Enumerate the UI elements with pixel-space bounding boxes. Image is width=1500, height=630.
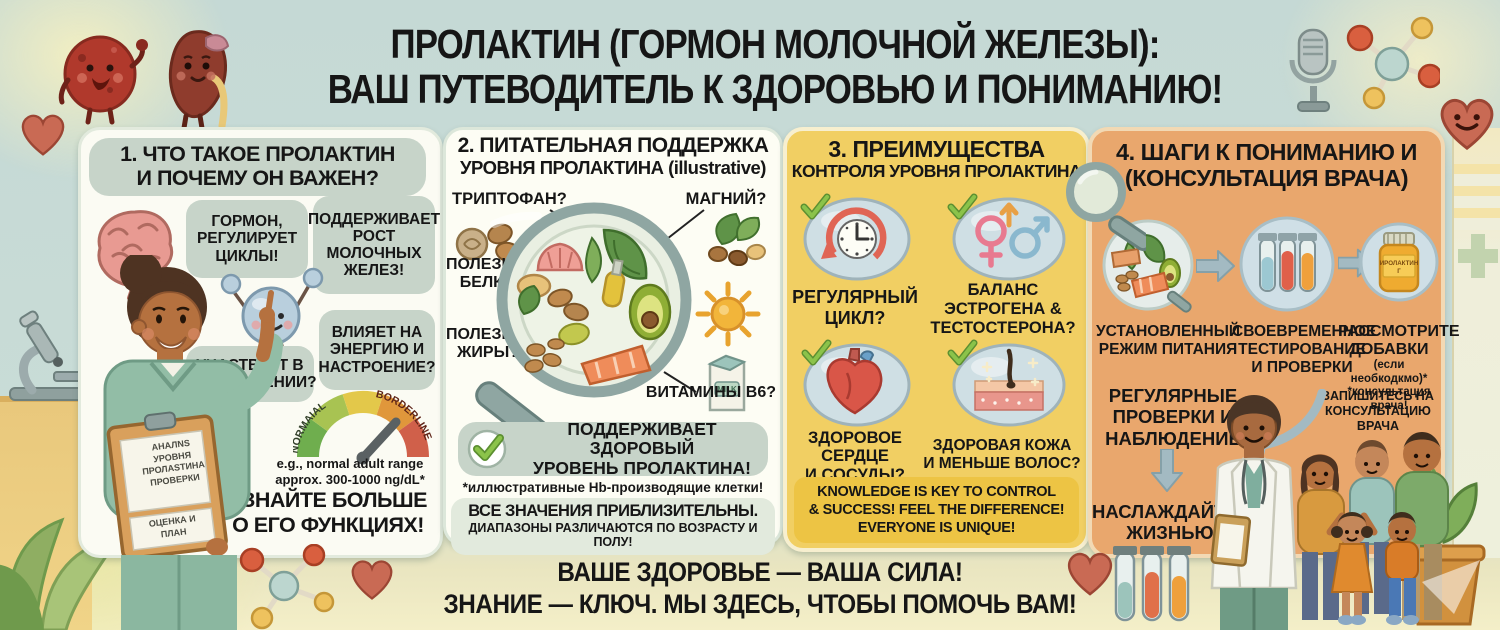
panel4-heading: 4. ШАГИ К ПОНИМАНИЮ И (КОНСУЛЬТАЦИЯ ВРАЧ… [1092, 139, 1441, 192]
label-tryptophan: ТРИПТОФАН? [452, 190, 567, 208]
label-vitamins: ВИТАМИНЫ B6? [645, 384, 776, 401]
wall-stripes [1454, 164, 1500, 230]
jar-label-line1: ИРОЛАКТИН [1380, 260, 1419, 267]
panel2-disclaimer: ВСЕ ЗНАЧЕНИЯ ПРИБЛИЗИТЕЛЬНЫ. ДИАПАЗОНЫ Р… [451, 498, 775, 555]
page-title: ПРОЛАКТИН (ГОРМОН МОЛОЧНОЙ ЖЕЛЕЗЫ): ВАШ … [269, 21, 1281, 113]
doctor-character [1210, 395, 1298, 630]
monitoring-label: РЕГУЛЯРНЫЕ ПРОВЕРКИ И НАБЛЮДЕНИЕ [1105, 385, 1241, 449]
title-line2: ВАШ ПУТЕВОДИТЕЛЬ К ЗДОРОВЬЮ И ПОНИМАНИЮ! [327, 66, 1223, 113]
panel2-heading: 2. ПИТАТЕЛЬНАЯ ПОДДЕРЖКА УРОВНЯ ПРОЛАКТИ… [446, 134, 780, 178]
disclaimer-line2: ДИАПАЗОНЫ РАЗЛИЧАЮТСЯ ПО ВОЗРАСТУ И ПОЛУ… [468, 521, 758, 549]
panel3-heading-line1: 3. ПРЕИМУЩЕСТВА [828, 136, 1045, 162]
label-magnesium: МАГНИЙ? [685, 190, 767, 208]
panel2-footnote: *иллюстративные Hb-производящие клетки! [462, 480, 764, 495]
molecule-bottom-icon [239, 544, 335, 630]
footer-line2: ЗНАНИЕ — КЛЮЧ. МЫ ЗДЕСЬ, ЧТОБЫ ПОМОЧЬ ВА… [443, 589, 1077, 620]
footer-line1: ВАШЕ ЗДОРОВЬЕ — ВАША СИЛА! [557, 557, 963, 587]
panel1-heading: 1. ЧТО ТАКОЕ ПРОЛАКТИН И ПОЧЕМУ ОН ВАЖЕН… [89, 138, 426, 196]
gauge-icon: NORMAIAL BORDERLINE [293, 388, 433, 465]
step-label-supplements: РАССМОТРИТЕ ДОБАВКИ (если необкодкмо)* *… [1338, 323, 1460, 414]
step-label-diet: УСТАНОВЛЕННЫЙ РЕЖИМ ПИТАНИЯ [1095, 323, 1241, 358]
molecule-icon [1346, 16, 1440, 110]
panel3-heading: 3. ПРЕИМУЩЕСТВА КОНТРОЛЯ УРОВНЯ ПРОЛАКТИ… [787, 136, 1086, 182]
check-bubble-text: ПОДДЕРЖИВАЕТ ЗДОРОВЫЙ УРОВЕНЬ ПРОЛАКТИНА… [533, 419, 751, 478]
panel1-cta: УЗНАЙТЕ БОЛЬШЕ О ЕГО ФУНКЦИЯХ! [229, 488, 427, 537]
smiling-heart-icon [1440, 98, 1494, 151]
panel1-bubble-hormone: ГОРМОН, РЕГУЛИРУЕТ ЦИКЛЫ! [186, 200, 308, 278]
step-label-supplements-title: РАССМОТРИТЕ ДОБАВКИ [1338, 323, 1460, 358]
panel-nutrition: 2. ПИТАТЕЛЬНАЯ ПОДДЕРЖКА УРОВНЯ ПРОЛАКТИ… [443, 127, 783, 555]
magnifier-icon [1066, 162, 1146, 252]
step-label-supplements-sub: (если необкодкмо)* *консультация врача! [1347, 358, 1431, 413]
panel1-bubble-growth: ПОДДЕРЖИВАЕТ РОСТ МОЛОЧНЫХ ЖЕЛЕЗ! [308, 196, 440, 294]
footer-slogan: ВАШЕ ЗДОРОВЬЕ — ВАША СИЛА! ЗНАНИЕ — КЛЮЧ… [328, 556, 1192, 621]
food-plate-icon [1102, 219, 1194, 313]
range-note: e.g., normal adult range approx. 300-100… [275, 456, 425, 487]
nurse-character [103, 255, 283, 630]
heart-icon [21, 114, 65, 156]
microphone-icon [1289, 28, 1337, 112]
family-group [1297, 432, 1449, 625]
panel1-bubble-mood: ВЛИЯЕТ НА ЭНЕРГИЮ И НАСТРОЕНИЕ? [319, 310, 435, 390]
microscope-icon [9, 310, 89, 401]
panel4-heading-line2: (КОНСУЛЬТАЦИЯ ВРАЧА) [1124, 165, 1409, 192]
clock-cycle-icon [800, 193, 911, 281]
milk-label: MILK [717, 385, 737, 394]
test-tubes-bottom-icon [1113, 546, 1191, 622]
gender-balance-icon [947, 193, 1066, 281]
cursor-arrow-icon [1422, 560, 1480, 614]
check-bubble: ПОДДЕРЖИВАЕТ ЗДОРОВЫЙ УРОВЕНЬ ПРОЛАКТИНА… [458, 419, 768, 478]
supplement-jar-icon: ИРОЛАКТИН Г [1359, 222, 1439, 302]
sun-icon [695, 281, 761, 347]
jar-label-line2: Г [1397, 268, 1401, 275]
checkmark-icon [467, 429, 507, 469]
magnifier-food-icon [475, 202, 692, 444]
disclaimer-line1: ВСЕ ЗНАЧЕНИЯ ПРИБЛИЗИТЕЛЬНЫ. [468, 502, 758, 520]
heart-bottom-left-icon [351, 560, 393, 600]
anatomical-heart-icon [801, 339, 911, 427]
liver-character [58, 35, 148, 125]
consult-label: ЗАПИШИТЕСЬ НА КОНСУЛЬТАЦИЮ ВРАЧА [1322, 389, 1434, 433]
title-line1: ПРОЛАКТИН (ГОРМОН МОЛОЧНОЙ ЖЕЛЕЗЫ): [390, 21, 1161, 67]
benefit-label-balance: БАЛАНС ЭСТРОГЕНА & ТЕСТОСТЕРОНА? [930, 281, 1076, 337]
panel2-heading-line1: 2. ПИТАТЕЛЬНАЯ ПОДДЕРЖКА [457, 134, 769, 157]
panel2-heading-line2: УРОВНЯ ПРОЛАКТИНА (illustrative) [460, 156, 766, 178]
heart-bottom-right-icon [1067, 552, 1113, 596]
skin-hair-icon [947, 339, 1066, 427]
step-arrow-1-icon [1196, 250, 1235, 282]
panel3-heading-line2: КОНТРОЛЯ УРОВНЯ ПРОЛАКТИНА [791, 161, 1082, 182]
panel4-heading-line1: 4. ШАГИ К ПОНИМАНИЮ И [1116, 139, 1417, 165]
medical-cross-icon [1458, 234, 1498, 278]
kidney-character [168, 30, 230, 131]
test-tubes-icon [1239, 216, 1335, 312]
benefit-label-cycle: РЕГУЛЯРНЫЙ ЦИКЛ? [792, 287, 918, 328]
clinic-wall-strip [1452, 128, 1500, 558]
greens-icon [708, 212, 766, 266]
benefit-label-skin: ЗДОРОВАЯ КОЖА И МЕНЬШЕ ВОЛОС? [923, 437, 1081, 472]
milk-carton-icon: MILK [707, 354, 747, 412]
step-label-testing: СВОЕВРЕМЕННОЕ ТЕСТИРОВАНИЕ И ПРОВЕРКИ [1232, 323, 1377, 376]
panel-benefits: 3. ПРЕИМУЩЕСТВА КОНТРОЛЯ УРОВНЯ ПРОЛАКТИ… [783, 127, 1090, 552]
down-arrow-icon [1151, 449, 1183, 492]
panel3-footer: KNOWLEDGE IS KEY TO CONTROL & SUCCESS! F… [794, 477, 1079, 544]
